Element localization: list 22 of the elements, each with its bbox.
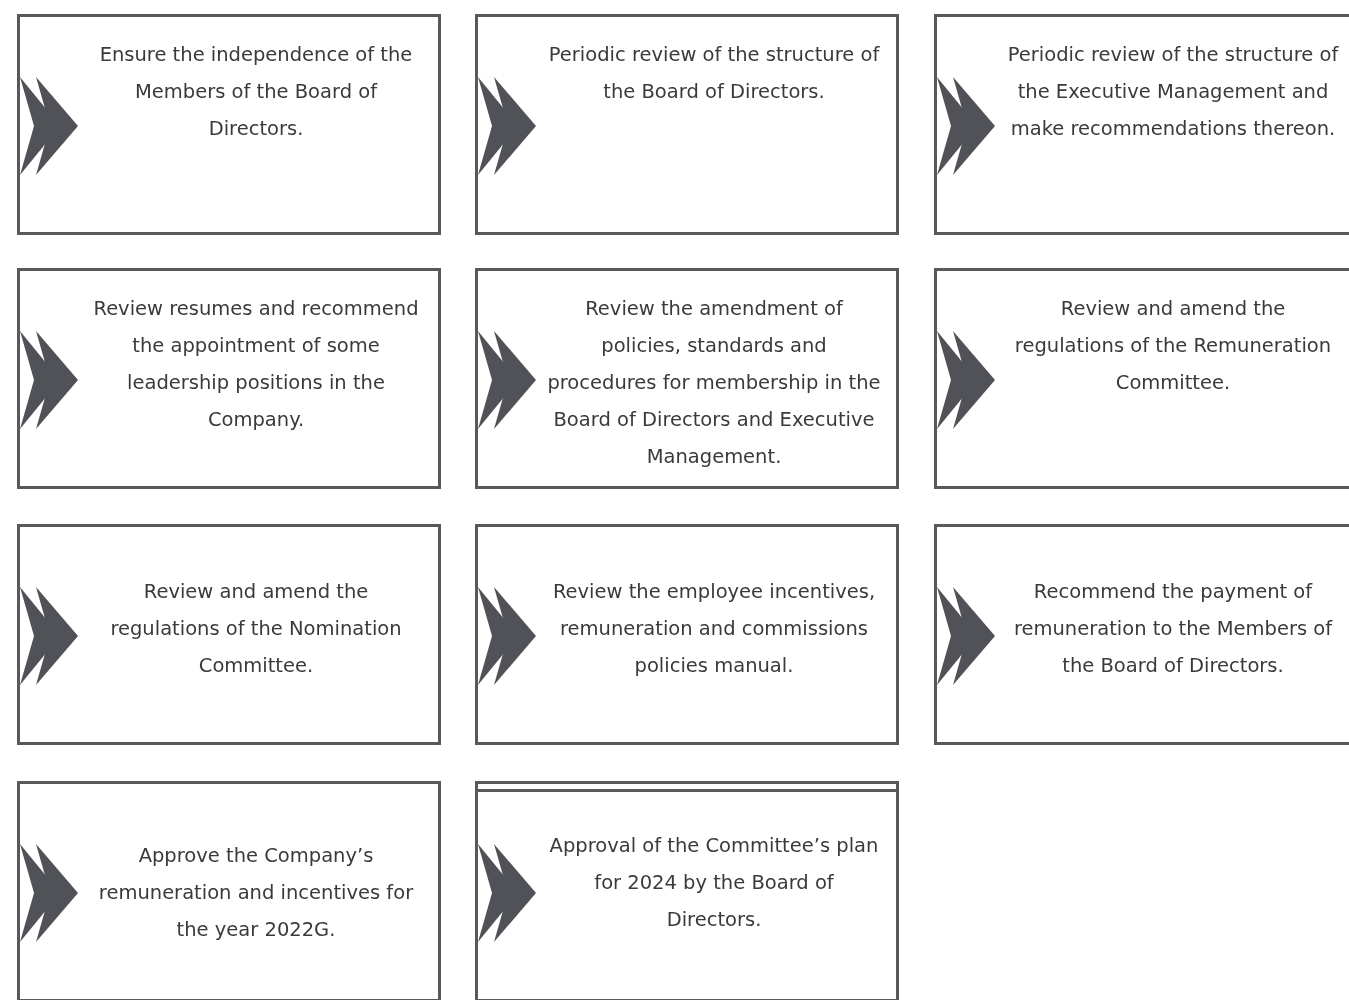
- description-text: Review and amend the regulations of the Nomination Committee.: [109, 579, 403, 679]
- text-box: [934, 14, 1349, 235]
- text-box: [934, 524, 1349, 745]
- text-box: [475, 524, 899, 745]
- description-text: Review resumes and recommend the appointment of some leadership positions in the Company.: [92, 296, 420, 433]
- description-text: Recommend the payment of remuneration to the Members of the Board of Directors.: [1012, 579, 1334, 679]
- description-text: Approve the Company’s remuneration and incentives for the year 2022G.: [97, 843, 415, 943]
- description-text: Review the amendment of policies, standards and procedures for membership in the Board of Directors and Executive Management.: [546, 296, 882, 470]
- text-box: [475, 14, 899, 235]
- text-box: [475, 781, 899, 1000]
- text-box: [17, 14, 441, 235]
- text-box: [17, 781, 441, 1000]
- description-text: Review the employee incentives, remuneration and commissions policies manual.: [551, 579, 877, 679]
- text-box: [17, 524, 441, 745]
- text-box: [17, 268, 441, 489]
- description-text: Periodic review of the structure of the Board of Directors.: [547, 42, 881, 105]
- text-box: [934, 268, 1349, 489]
- description-text: Approval of the Committee’s plan for 2024 by the Board of Directors.: [548, 833, 880, 933]
- description-text: Ensure the independence of the Members of the Board of Directors.: [98, 42, 414, 142]
- description-text: Periodic review of the structure of the Executive Management and make recommendations thereon.: [1006, 42, 1340, 142]
- text-box: [475, 268, 899, 489]
- description-text: Review and amend the regulations of the Remuneration Committee.: [1013, 296, 1333, 396]
